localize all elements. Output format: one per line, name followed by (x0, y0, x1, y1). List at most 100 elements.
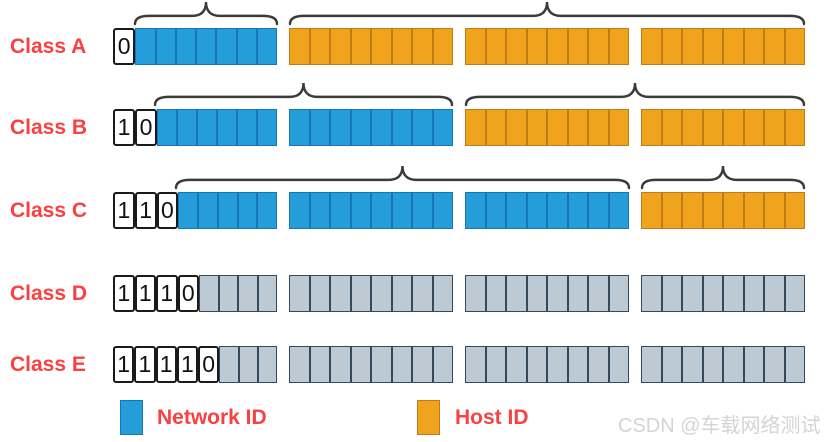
reserved-bit-cell (702, 275, 723, 312)
network-id-brace (133, 1, 278, 26)
prefix-bit-cell: 0 (113, 28, 136, 65)
host-bit-cell (588, 28, 609, 65)
prefix-bit-cell: 0 (177, 275, 199, 312)
network-bit-cell (465, 192, 486, 229)
reserved-bit-cell (641, 346, 662, 383)
host-bit-cell (432, 28, 453, 65)
host-bit-cell (526, 109, 547, 146)
network-bit-cell (432, 109, 453, 146)
octet (289, 346, 453, 383)
host-bit-cell (309, 28, 330, 65)
reserved-bit-cell (567, 275, 588, 312)
prefix-bit-cell: 1 (134, 346, 156, 383)
network-bit-cell (157, 109, 177, 146)
prefix-bit-cell: 1 (113, 109, 135, 146)
host-bit-cell (764, 192, 785, 229)
reserved-bit-cell (567, 346, 588, 383)
network-bit-cell (350, 109, 371, 146)
network-bit-cell (608, 192, 629, 229)
reserved-bit-cell (350, 346, 371, 383)
host-bit-cell (412, 28, 433, 65)
prefix-bit-cell: 1 (176, 346, 198, 383)
network-bit-cell (197, 109, 217, 146)
class-label-4: Class D (10, 281, 88, 305)
reserved-bit-cell (309, 275, 330, 312)
class-label-5: Class E (10, 352, 86, 376)
network-bit-cell (135, 28, 156, 65)
prefix-bit-cell: 1 (113, 346, 135, 383)
host-bit-cell (702, 192, 723, 229)
network-bit-cell (485, 192, 506, 229)
host-id-brace (288, 1, 806, 26)
network-bit-cell (526, 192, 547, 229)
class-label-3: Class C (10, 198, 88, 222)
octet: 0 (113, 28, 277, 65)
host-bit-cell (661, 109, 682, 146)
network-bit-cell (155, 28, 176, 65)
host-bit-cell (682, 28, 703, 65)
reserved-bit-cell (350, 275, 371, 312)
network-bit-cell (567, 192, 588, 229)
network-bit-cell (309, 192, 330, 229)
prefix-bit-cell: 1 (134, 275, 156, 312)
class-label-1: Class A (10, 34, 87, 58)
network-bit-cell (196, 28, 217, 65)
network-bit-cell (178, 192, 198, 229)
host-bit-cell (485, 28, 506, 65)
reserved-bit-cell (661, 275, 682, 312)
host-bit-cell (567, 109, 588, 146)
host-bit-cell (723, 109, 744, 146)
reserved-bit-cell (199, 275, 219, 312)
host-bit-cell (661, 192, 682, 229)
network-bit-cell (217, 192, 238, 229)
reserved-bit-cell (412, 346, 433, 383)
network-id-brace (153, 82, 454, 107)
reserved-bit-cell (432, 346, 453, 383)
host-bit-cell (485, 109, 506, 146)
network-bit-cell (309, 109, 330, 146)
host-bit-cell (784, 28, 805, 65)
prefix-bit-cell: 1 (134, 192, 157, 229)
network-bit-cell (217, 109, 237, 146)
octet (289, 275, 453, 312)
host-bit-cell (567, 28, 588, 65)
network-bit-cell (412, 192, 433, 229)
reserved-bit-cell (218, 275, 238, 312)
network-bit-cell (547, 192, 568, 229)
reserved-bit-cell (391, 346, 412, 383)
octet (289, 109, 453, 146)
host-bit-cell (743, 109, 764, 146)
host-id-legend-label: Host ID (455, 405, 529, 429)
host-bit-cell (506, 28, 527, 65)
network-bit-cell (289, 192, 310, 229)
octet (465, 275, 629, 312)
octet (465, 109, 629, 146)
host-id-swatch (417, 400, 440, 435)
reserved-bit-cell (526, 346, 547, 383)
reserved-bit-cell (412, 275, 433, 312)
reserved-bit-cell (465, 346, 486, 383)
network-bit-cell (257, 109, 277, 146)
host-bit-cell (764, 109, 785, 146)
reserved-bit-cell (784, 346, 805, 383)
prefix-bit-cell: 1 (113, 275, 135, 312)
network-bit-cell (237, 192, 258, 229)
prefix-bit-cell: 1 (156, 275, 178, 312)
reserved-bit-cell (506, 275, 527, 312)
network-bit-cell (216, 28, 237, 65)
network-bit-cell (412, 109, 433, 146)
network-bit-cell (391, 109, 412, 146)
host-bit-cell (702, 109, 723, 146)
host-bit-cell (641, 28, 662, 65)
reserved-bit-cell (238, 275, 258, 312)
reserved-bit-cell (289, 275, 310, 312)
reserved-bit-cell (219, 346, 239, 383)
octet (465, 192, 629, 229)
host-bit-cell (547, 109, 568, 146)
host-bit-cell (608, 109, 629, 146)
host-bit-cell (702, 28, 723, 65)
reserved-bit-cell (391, 275, 412, 312)
network-bit-cell (371, 192, 392, 229)
